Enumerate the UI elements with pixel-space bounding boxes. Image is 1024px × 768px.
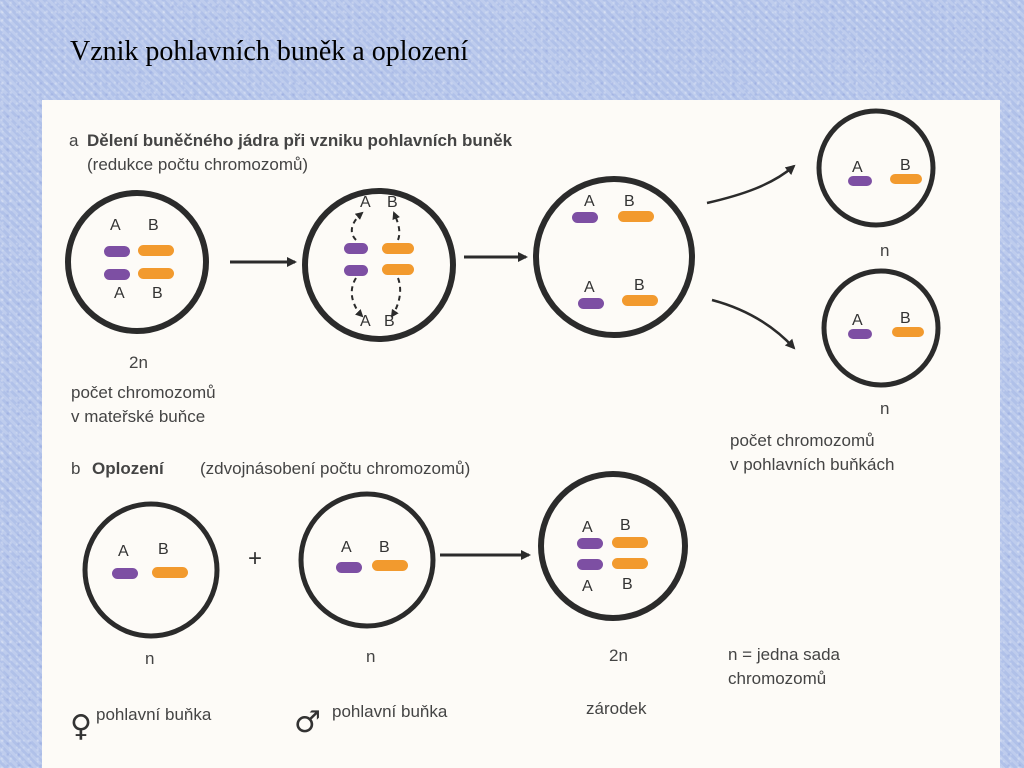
gene-label-a: A xyxy=(341,539,352,556)
gene-label-b: B xyxy=(384,313,395,330)
gamete-bottom-ploidy: n xyxy=(880,399,889,418)
gene-label-b: B xyxy=(620,517,631,534)
chromosome-b xyxy=(382,264,414,275)
chromosome-b xyxy=(138,245,174,256)
chromosome-a xyxy=(848,176,872,186)
gamete-caption-line2: v pohlavních buňkách xyxy=(730,455,894,474)
gene-label-a: A xyxy=(582,578,593,595)
chromosome-b xyxy=(612,558,648,569)
section-a-subheading: (redukce počtu chromozomů) xyxy=(87,155,308,174)
sperm-cell: A B xyxy=(298,491,436,629)
chromosome-b xyxy=(382,243,414,254)
chromosome-b xyxy=(152,567,188,578)
chromosome-b xyxy=(622,295,658,306)
legend-line1: n = jedna sada xyxy=(728,645,841,664)
slide-title: Vznik pohlavních buněk a oplození xyxy=(70,36,469,67)
gene-label-a: A xyxy=(584,193,595,210)
mother-ploidy-label: 2n xyxy=(129,353,148,372)
zygote-caption: zárodek xyxy=(586,699,647,718)
chromosome-a xyxy=(344,265,368,276)
legend-line2: chromozomů xyxy=(728,669,826,688)
gene-label-a: A xyxy=(360,313,371,330)
gamete-top-ploidy: n xyxy=(880,241,889,260)
zygote-ploidy-label: 2n xyxy=(609,646,628,665)
mother-cell: A B A B xyxy=(65,190,209,334)
separated-cell: A B A B xyxy=(533,176,695,338)
arrow-to-gamete-bottom xyxy=(711,298,796,350)
gene-label-b: B xyxy=(379,539,390,556)
chromosome-a xyxy=(104,269,130,280)
chromosome-a xyxy=(344,243,368,254)
gene-label-a: A xyxy=(360,194,371,211)
gene-label-b: B xyxy=(387,194,398,211)
chromosome-a xyxy=(104,246,130,257)
spindle-arrow xyxy=(350,277,364,318)
chromosome-b xyxy=(892,327,924,337)
gamete-cell-top: A B xyxy=(816,108,936,228)
gene-label-a: A xyxy=(582,519,593,536)
chromosome-b xyxy=(612,537,648,548)
gene-label-a: A xyxy=(118,543,129,560)
female-symbol: ♀ xyxy=(70,709,92,744)
chromosome-a xyxy=(577,538,603,549)
gene-label-b: B xyxy=(622,576,633,593)
male-symbol: ♂ xyxy=(294,705,321,740)
chromosome-a xyxy=(336,562,362,573)
diagram-panel: a Dělení buněčného jádra při vzniku pohl… xyxy=(42,100,1000,768)
spindle-arrow xyxy=(392,211,401,241)
female-caption: pohlavní buňka xyxy=(96,705,212,724)
plus-sign: + xyxy=(248,545,262,572)
section-b-heading: Oplození xyxy=(92,459,165,478)
section-a-letter: a xyxy=(69,131,79,150)
chromosome-a xyxy=(112,568,138,579)
gene-label-b: B xyxy=(900,310,911,327)
gene-label-b: B xyxy=(624,193,635,210)
gene-label-b: B xyxy=(158,541,169,558)
gene-label-b: B xyxy=(148,217,159,234)
chromosome-b xyxy=(618,211,654,222)
gene-label-a: A xyxy=(852,159,863,176)
section-b-letter: b xyxy=(71,459,80,478)
gamete-cell-bottom: A B xyxy=(821,268,941,388)
mother-caption-line2: v mateřské buňce xyxy=(71,407,205,426)
gamete-caption-line1: počet chromozomů xyxy=(730,431,875,450)
gene-label-a: A xyxy=(584,279,595,296)
chromosome-b xyxy=(890,174,922,184)
gene-label-a: A xyxy=(114,285,125,302)
zygote-cell: A B A B xyxy=(538,471,688,621)
chromosome-a xyxy=(572,212,598,223)
sperm-ploidy-label: n xyxy=(366,647,375,666)
section-a-heading: Dělení buněčného jádra při vzniku pohlav… xyxy=(87,131,513,150)
chromosome-b xyxy=(372,560,408,571)
spindle-arrow xyxy=(390,277,402,318)
spindle-arrow xyxy=(350,211,364,241)
arrow-to-gamete-top xyxy=(706,164,796,205)
mother-caption-line1: počet chromozomů xyxy=(71,383,216,402)
gene-label-b: B xyxy=(634,277,645,294)
gene-label-a: A xyxy=(110,217,121,234)
chromosome-b xyxy=(138,268,174,279)
chromosome-a xyxy=(848,329,872,339)
chromosome-a xyxy=(578,298,604,309)
dividing-cell: A B A B xyxy=(302,188,456,342)
male-caption: pohlavní buňka xyxy=(332,702,448,721)
section-b-subheading: (zdvojnásobení počtu chromozomů) xyxy=(200,459,470,478)
egg-cell: A B xyxy=(82,501,220,639)
egg-ploidy-label: n xyxy=(145,649,154,668)
diagram: a Dělení buněčného jádra při vzniku pohl… xyxy=(65,108,941,744)
gene-label-a: A xyxy=(852,312,863,329)
chromosome-a xyxy=(577,559,603,570)
gene-label-b: B xyxy=(900,157,911,174)
gene-label-b: B xyxy=(152,285,163,302)
